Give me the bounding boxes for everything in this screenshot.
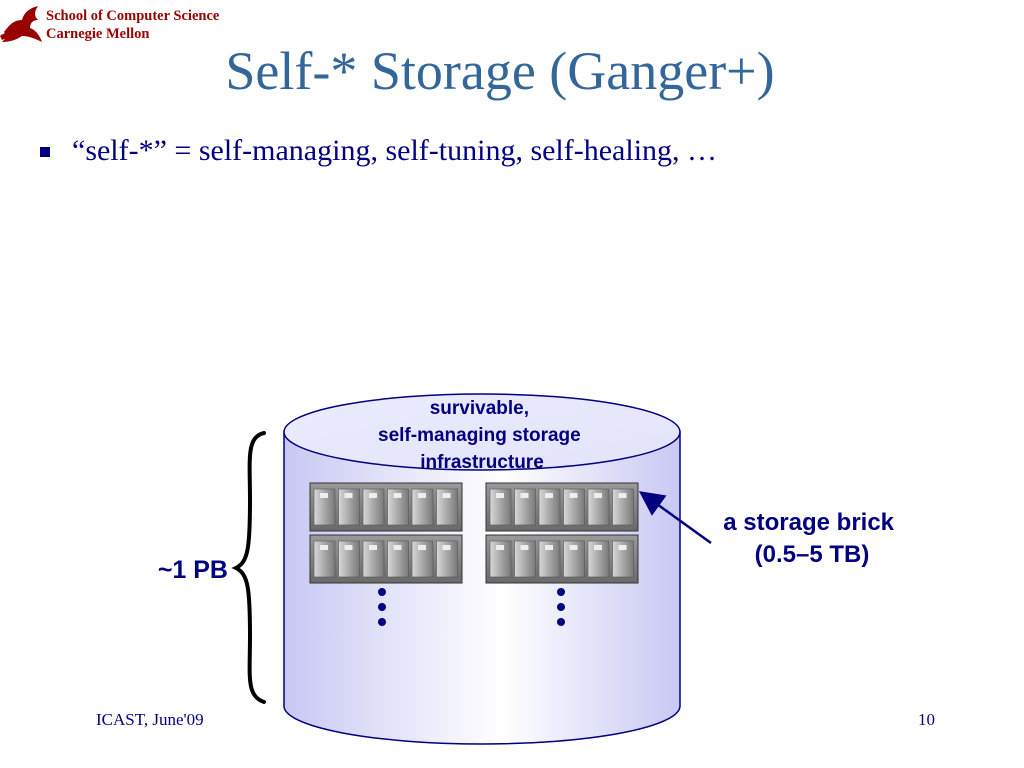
bullet-text: “self-*” = self-managing, self-tuning, s… xyxy=(72,134,718,167)
bullet-item: “self-*” = self-managing, self-tuning, s… xyxy=(40,134,717,168)
curly-brace-icon xyxy=(231,431,266,704)
org-school: School of Computer Science xyxy=(46,8,220,24)
size-label: ~1 PB xyxy=(158,556,228,584)
storage-bricks xyxy=(309,482,639,584)
brick-label-line2: (0.5–5 TB) xyxy=(755,541,870,568)
storage-brick-2 xyxy=(485,482,639,532)
storage-brick-4 xyxy=(485,534,639,584)
brick-label-line1: a storage brick xyxy=(723,509,894,536)
cylinder-label-line1: survivable, xyxy=(430,398,529,419)
storage-brick-3 xyxy=(309,534,463,584)
dragon-logo-icon xyxy=(0,6,42,42)
svg-text:a storage brick (0.5–5 TB): a storage brick (0.5–5 TB) xyxy=(723,509,900,568)
svg-text:survivable, self-managing: survivable, self-managing storage infras… xyxy=(378,398,586,473)
org-university: Carnegie Mellon xyxy=(46,26,150,42)
storage-brick-1 xyxy=(309,482,463,532)
page-number: 10 xyxy=(918,710,935,729)
cylinder-label-line2: self-managing storage xyxy=(378,425,581,446)
ellipsis-dots-left xyxy=(378,588,386,626)
ellipsis-dots-right xyxy=(557,588,565,626)
cylinder-body xyxy=(283,431,681,745)
footer-event: ICAST, June'09 xyxy=(96,710,204,729)
cylinder-top xyxy=(283,393,681,471)
square-bullet-icon xyxy=(40,147,50,157)
cylinder-label-line3: infrastructure xyxy=(420,452,544,473)
slide-title: Self-* Storage (Ganger+) xyxy=(225,41,775,101)
brick-arrow xyxy=(638,491,712,545)
